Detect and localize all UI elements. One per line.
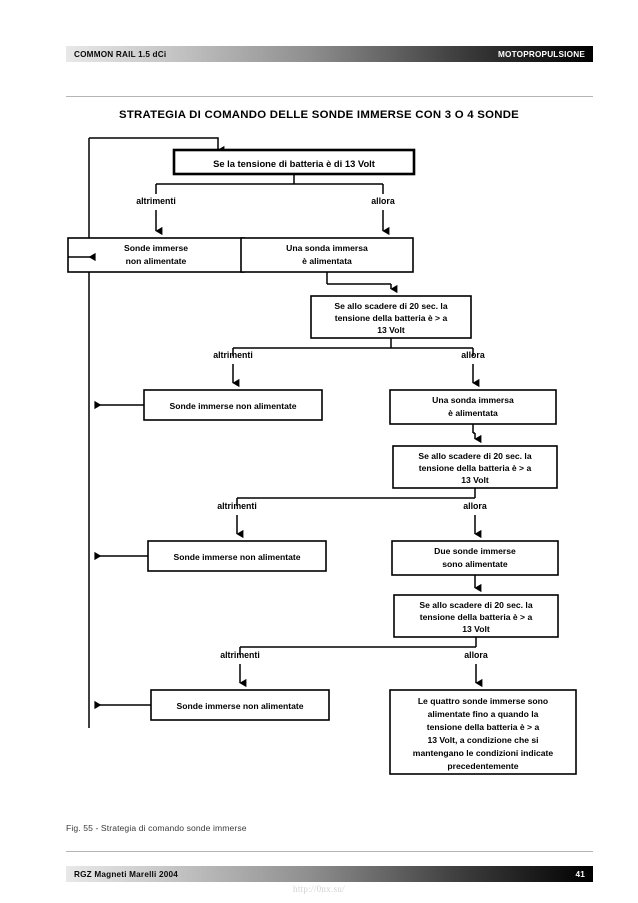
condition-box-1 [310, 295, 472, 339]
final-box-line1: Le quattro sonde immerse sono [418, 696, 548, 706]
footer-left-label: RGZ Magneti Marelli 2004 [74, 869, 178, 879]
level3-else-label: altrimenti [220, 650, 260, 660]
else-box-2-line1: Sonde immerse non alimentate [173, 552, 300, 562]
root-entry-connector [89, 137, 225, 155]
level0-else-label: altrimenti [136, 196, 176, 206]
condition-box-2-line1: Se allo scadere di 20 sec. la [418, 451, 531, 461]
figure-caption: Fig. 55 - Strategia di comando sonde imm… [66, 823, 247, 833]
condition-box-3 [393, 594, 559, 638]
header-divider-rule [66, 96, 593, 97]
condition-box-1-line2: tensione della batteria è > a [335, 313, 448, 323]
level2-then-label: allora [463, 501, 487, 511]
level2-else-label: altrimenti [217, 501, 257, 511]
page-header-bar: COMMON RAIL 1.5 dCi MOTOPROPULSIONE [66, 46, 593, 62]
condition-box-3-line1: Se allo scadere di 20 sec. la [419, 600, 532, 610]
cond-1-entry-connector [326, 272, 391, 289]
else-box-1-line1: Sonde immerse non alimentate [169, 401, 296, 411]
then-box-1-line2: è alimentata [448, 408, 498, 418]
watermark-url: http://0nx.su/ [293, 884, 345, 894]
then-box-0-line2: è alimentata [302, 256, 352, 266]
level1-then-label: allora [461, 350, 485, 360]
then-box-0 [240, 237, 414, 273]
else-box-3-line1: Sonde immerse non alimentate [176, 701, 303, 711]
condition-box-2-line3: 13 Volt [461, 475, 489, 485]
final-box-line3: tensione della batteria è > a [427, 722, 540, 732]
then-box-2 [391, 540, 559, 576]
else-box-0 [67, 237, 245, 273]
page-footer-bar: RGZ Magneti Marelli 2004 41 [66, 866, 593, 882]
level2-split-connector [236, 488, 476, 506]
footer-divider-rule [66, 851, 593, 852]
level1-split-connector [232, 338, 474, 356]
header-left-label: COMMON RAIL 1.5 dCi [74, 49, 167, 59]
footer-page-number: 41 [575, 869, 585, 879]
final-outcome-box [389, 689, 577, 775]
cond-2-entry-connector [473, 424, 475, 439]
else-box-1 [143, 389, 323, 421]
level3-then-label: allora [464, 650, 488, 660]
condition-box-1-line1: Se allo scadere di 20 sec. la [334, 301, 447, 311]
else-box-0-line1: Sonde immerse [124, 243, 188, 253]
condition-box-2 [392, 445, 558, 489]
final-box-line6: precedentemente [447, 761, 518, 771]
level1-else-label: altrimenti [213, 350, 253, 360]
diagram-title: STRATEGIA DI COMANDO DELLE SONDE IMMERSE… [119, 109, 519, 121]
final-box-line5: mantengano le condizioni indicate [413, 748, 554, 758]
then-box-1 [389, 389, 557, 425]
final-box-line4: 13 Volt, a condizione che si [427, 735, 538, 745]
final-box-line2: alimentate fino a quando la [428, 709, 539, 719]
condition-box-3-line3: 13 Volt [462, 624, 490, 634]
level0-then-label: allora [371, 196, 395, 206]
else-box-3 [150, 689, 330, 721]
level0-split-connector [155, 174, 384, 194]
else-box-0-line2: non alimentate [126, 256, 187, 266]
level3-split-connector [239, 637, 477, 655]
then-box-1-line1: Una sonda immersa [432, 395, 514, 405]
flowchart-diagram: STRATEGIA DI COMANDO DELLE SONDE IMMERSE… [0, 100, 638, 810]
condition-box-1-line3: 13 Volt [377, 325, 405, 335]
root-condition-text: Se la tensione di batteria è di 13 Volt [213, 158, 375, 169]
condition-box-3-line2: tensione della batteria è > a [420, 612, 533, 622]
then-box-0-line1: Una sonda immersa [286, 243, 368, 253]
condition-box-2-line2: tensione della batteria è > a [419, 463, 532, 473]
else-box-2 [147, 540, 327, 572]
header-right-label: MOTOPROPULSIONE [497, 49, 585, 59]
then-box-2-line1: Due sonde immerse [434, 546, 516, 556]
then-box-2-line2: sono alimentate [442, 559, 508, 569]
